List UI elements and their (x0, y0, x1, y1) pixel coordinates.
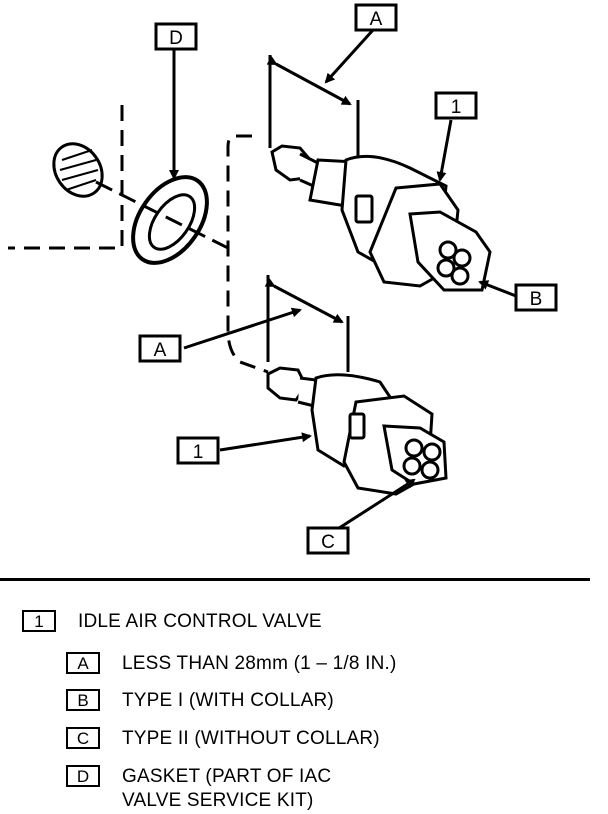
legend-key-1: 1 (22, 610, 56, 632)
upper-dimension-a (266, 55, 360, 158)
legend-item-b: B TYPE I (WITH COLLAR) (66, 689, 334, 713)
lower-dimension-a (264, 275, 350, 372)
callout-1-bottom: 1 (176, 436, 220, 465)
callout-b: B (514, 283, 558, 312)
legend-text-d: GASKET (PART OF IAC VALVE SERVICE KIT) (122, 765, 331, 813)
iac-valve-diagram: A D 1 B A 1 C (8, 3, 558, 555)
callout-1-top: 1 (434, 91, 478, 120)
legend-divider (0, 578, 590, 581)
legend-text-c: TYPE II (WITHOUT COLLAR) (122, 728, 380, 749)
legend-key-d: D (66, 765, 100, 787)
legend-key-b: B (66, 689, 100, 711)
callout-d: D (154, 22, 198, 51)
svg-text:A: A (370, 9, 383, 30)
legend-item-c: C TYPE II (WITHOUT COLLAR) (66, 727, 380, 751)
upper-iac-valve (270, 144, 492, 292)
svg-text:A: A (154, 340, 167, 361)
legend-item-d: D GASKET (PART OF IAC VALVE SERVICE KIT) (66, 765, 331, 813)
legend-text-1: IDLE AIR CONTROL VALVE (78, 611, 322, 632)
legend-text-a: LESS THAN 28mm (1 – 1/8 IN.) (122, 653, 397, 674)
svg-text:C: C (321, 532, 335, 553)
legend-text-d-line1: GASKET (PART OF IAC (122, 766, 332, 787)
svg-text:1: 1 (193, 442, 204, 463)
center-line (95, 180, 233, 252)
callout-a-bottom: A (138, 334, 182, 363)
legend-text-d-line2: VALVE SERVICE KIT) (122, 790, 314, 811)
legend-key-c: C (66, 727, 100, 749)
callout-c: C (306, 526, 350, 555)
leader-lines (169, 28, 517, 532)
svg-text:1: 1 (451, 97, 462, 118)
bore-opening (52, 142, 104, 198)
callout-a-top: A (354, 3, 398, 32)
legend-key-a: A (66, 652, 100, 674)
lower-iac-valve (266, 366, 448, 496)
legend-item-1: 1 IDLE AIR CONTROL VALVE (22, 610, 322, 634)
legend-item-a: A LESS THAN 28mm (1 – 1/8 IN.) (66, 652, 397, 676)
svg-text:B: B (530, 289, 543, 310)
legend-text-b: TYPE I (WITH COLLAR) (122, 690, 334, 711)
svg-text:D: D (169, 28, 183, 49)
